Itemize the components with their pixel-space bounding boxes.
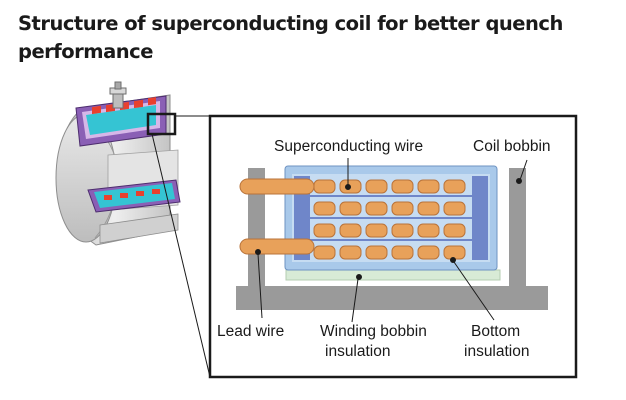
bottom-insulation [285,269,501,281]
wire-turn [313,201,336,216]
zoom-line-bottom [151,133,211,378]
zoom-marker [146,112,177,136]
superconducting-wire-turns [313,179,466,260]
magnet-overview [55,81,181,246]
wire-turn [391,245,414,260]
wire-turn [417,179,440,194]
leader-lines [255,158,528,323]
wire-turn [417,223,440,238]
wire-turn [365,179,388,194]
label-coil-bobbin: Coil bobbin [473,138,551,155]
lead-wire-bottom [239,238,315,255]
lead-wire-top [239,178,315,195]
wire-turn [365,223,388,238]
wire-turn [313,179,336,194]
wire-turn [417,201,440,216]
coil-bobbin [236,168,548,310]
label-superconducting-wire: Superconducting wire [274,138,423,155]
wire-turn [313,223,336,238]
wire-turn [339,223,362,238]
wire-turn [339,245,362,260]
label-winding-bobbin-2: insulation [325,343,391,360]
label-bottom-insulation-2: insulation [464,343,530,360]
wire-turn [443,179,466,194]
title-line-1: Structure of superconducting coil for be… [18,12,563,35]
wire-turn [443,245,466,260]
label-bottom-insulation-1: Bottom [471,323,520,340]
label-lead-wire: Lead wire [217,323,284,340]
page-title: Structure of superconducting coil for be… [18,10,618,66]
wire-turn [339,201,362,216]
end-insulation-right [472,176,488,260]
wire-turn [417,245,440,260]
wire-turn [391,223,414,238]
bottom-coil-section [87,179,181,213]
port-icon [109,81,127,109]
title-line-2: performance [18,40,153,63]
wire-turn [391,179,414,194]
wire-turn [391,201,414,216]
wire-turn [443,223,466,238]
label-winding-bobbin-1: Winding bobbin [320,323,427,340]
wire-turn [365,245,388,260]
wire-turn [365,201,388,216]
wire-turn [443,201,466,216]
wire-turn [313,245,336,260]
